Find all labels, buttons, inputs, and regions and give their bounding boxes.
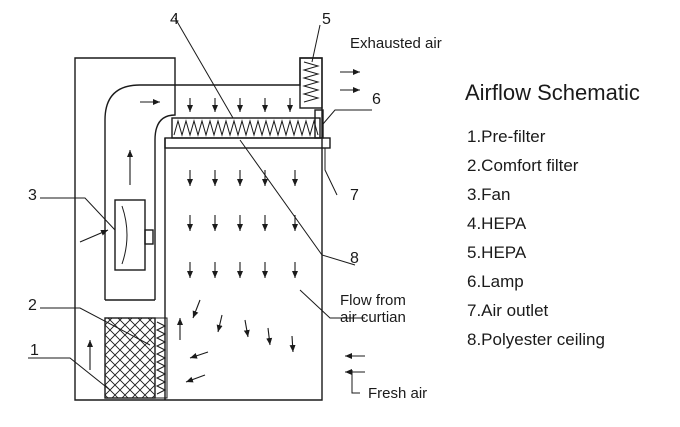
airflow-arrows	[79, 69, 365, 383]
flow-arrow-10	[79, 229, 109, 243]
flow-from-label: Flow from	[340, 292, 406, 309]
flow-arrow-31	[189, 351, 209, 359]
flow-arrow-28	[243, 319, 250, 338]
fan-duct	[104, 84, 176, 301]
comfort-filter	[154, 317, 168, 399]
hepa-filter-main	[171, 117, 321, 139]
legend-item-lamp: 6.Lamp	[467, 272, 524, 291]
callout-7: 7	[350, 187, 359, 204]
flow-arrow-27	[216, 314, 223, 333]
legend: 1.Pre-filter 2.Comfort filter 3.Fan 4.HE…	[467, 127, 605, 349]
flow-arrow-32	[185, 374, 206, 383]
fresh-air-label: Fresh air	[368, 385, 427, 402]
fan-unit	[114, 199, 154, 271]
exhausted-air-label: Exhausted air	[350, 35, 442, 52]
legend-item-fan: 3.Fan	[467, 185, 510, 204]
callout-8: 8	[350, 250, 359, 267]
callout-6: 6	[372, 91, 381, 108]
air-curtain-label: air curtian	[340, 309, 406, 326]
hepa-filter-exhaust	[299, 57, 323, 109]
callout-3: 3	[28, 187, 37, 204]
callout-2: 2	[28, 297, 37, 314]
legend-item-polyester-ceiling: 8.Polyester ceiling	[467, 330, 605, 349]
legend-item-air-outlet: 7.Air outlet	[467, 301, 549, 320]
legend-item-pre-filter: 1.Pre-filter	[467, 127, 546, 146]
callout-1: 1	[30, 342, 39, 359]
flow-arrow-30	[289, 335, 296, 353]
callout-5: 5	[322, 11, 331, 28]
flow-arrow-26	[192, 299, 201, 319]
pre-filter	[104, 317, 156, 399]
legend-item-hepa-5: 5.HEPA	[467, 243, 527, 262]
callout-4: 4	[170, 11, 179, 28]
legend-item-hepa-4: 4.HEPA	[467, 214, 527, 233]
flow-arrow-29	[266, 327, 273, 346]
legend-item-comfort-filter: 2.Comfort filter	[467, 156, 579, 175]
leader-lines	[28, 17, 372, 394]
diagram-title: Airflow Schematic	[465, 80, 640, 105]
air-outlet	[164, 137, 331, 149]
